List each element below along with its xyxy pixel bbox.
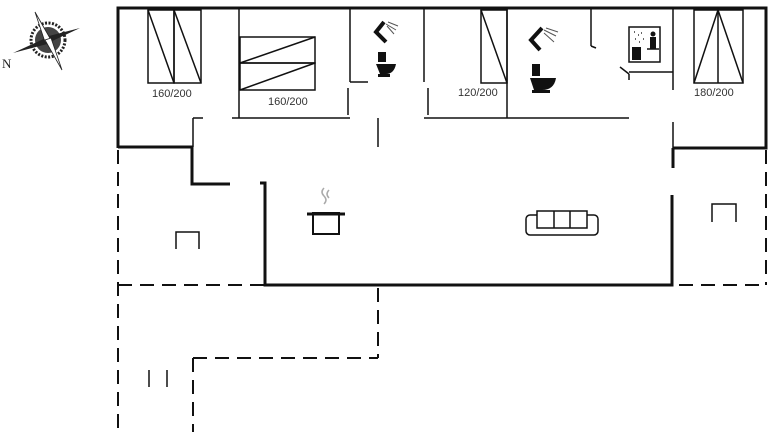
toilet-icon — [530, 64, 556, 93]
bed-3 — [480, 9, 508, 84]
interior-walls — [192, 8, 674, 148]
terrace-outline — [117, 150, 767, 432]
bed-4-size: 180/200 — [694, 87, 734, 99]
shower-icon — [373, 20, 399, 44]
toilet-icon — [376, 52, 396, 77]
compass-rose-icon — [13, 11, 80, 71]
shower-icon — [528, 26, 559, 52]
entry-step-icon — [175, 231, 200, 249]
north-label: N — [2, 56, 12, 71]
sofa-icon — [525, 210, 599, 236]
bed-2 — [239, 36, 316, 91]
post-marks — [148, 370, 168, 387]
bed-2-size: 160/200 — [268, 96, 308, 108]
bed-1 — [147, 9, 202, 84]
bed-4 — [693, 7, 744, 84]
bed-3-size: 120/200 — [458, 87, 498, 99]
cooking-pot-icon — [307, 187, 345, 235]
sauna-icon — [628, 26, 661, 63]
bed-1-size: 160/200 — [152, 88, 192, 100]
entry-step-icon — [711, 203, 737, 222]
exterior-walls — [116, 6, 768, 287]
